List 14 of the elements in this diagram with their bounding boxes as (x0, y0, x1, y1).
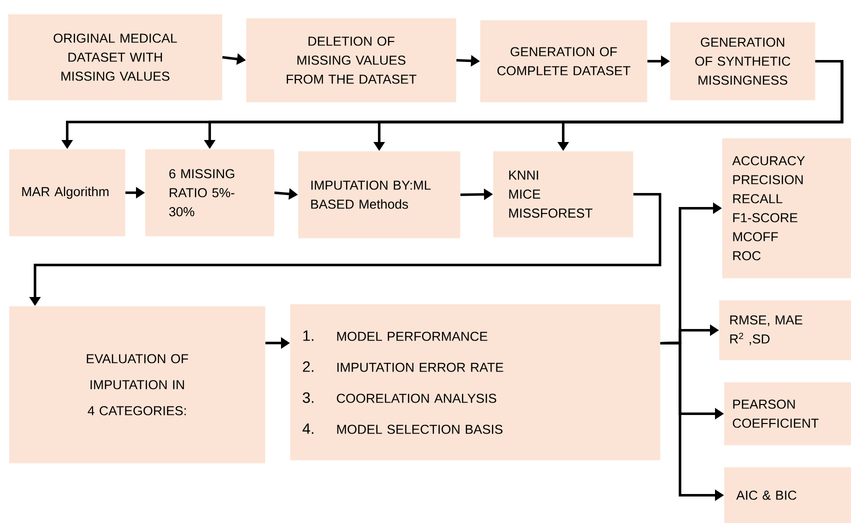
process-box: 6 MISSING RATIO 5%-30% (145, 149, 274, 236)
process-box: AIC & BIC (724, 467, 851, 523)
process-box: DELETION OF MISSING VALUES FROM THE DATASET (246, 18, 456, 102)
process-box: EVALUATION OF IMPUTATION IN 4 CATEGORIES: (9, 306, 266, 464)
process-box: ORIGINAL MEDICAL DATASET WITH MISSING VALUES (8, 14, 222, 100)
process-box: PEARSON COEFFICIENT (724, 382, 851, 446)
process-box: IMPUTATION BY:ML BASED Methods (298, 151, 460, 238)
process-box: KNNI MICE MISSFOREST (493, 151, 634, 238)
process-box: ACCURACY PRECISION RECALL F1-SCORE MCOFF ROC (722, 138, 851, 278)
process-box: GENERATION OF COMPLETE DATASET (480, 20, 648, 102)
process-box: MAR Algorithm (9, 149, 126, 236)
process-box: 1. MODEL PERFORMANCE 2. IMPUTATION ERROR RATE 3. COORELATION ANALYSIS 4. MODEL SELECTION BASIS (290, 304, 660, 460)
process-box: RMSE, MAE R$^{2}$ ,SD (719, 300, 851, 360)
process-box: GENERATION OF SYNTHETIC MISSINGNESS (670, 22, 816, 100)
